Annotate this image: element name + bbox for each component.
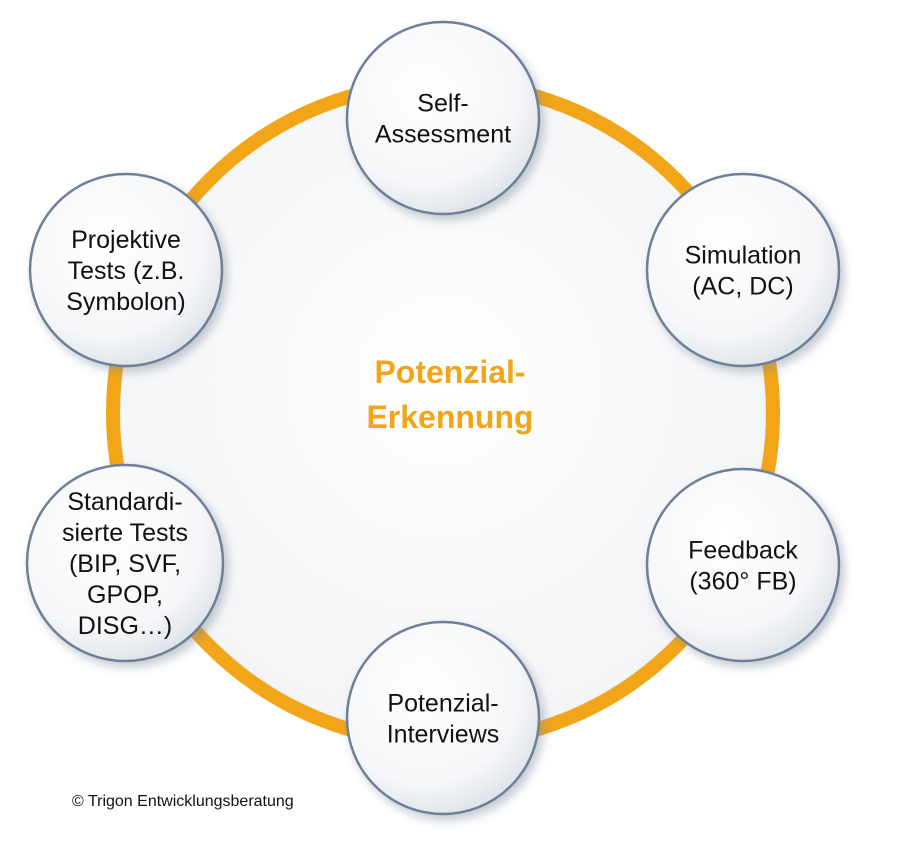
- node-circle: [645, 172, 841, 368]
- node-self-assessment: Self- Assessment: [345, 20, 541, 216]
- node-feedback: Feedback (360° FB): [645, 467, 841, 663]
- center-disc: [121, 91, 765, 735]
- node-label-line: Potenzial-: [387, 690, 498, 718]
- center-label-line: Erkennung: [366, 399, 533, 435]
- node-potenzial-interviews: Potenzial- Interviews: [345, 620, 541, 816]
- copyright-notice: © Trigon Entwicklungsberatung: [72, 793, 294, 810]
- node-label-line: (360° FB): [689, 568, 796, 596]
- node-standardisierte-tests: Standardi-sierte Tests (BIP, SVF, GPOP, DIS…: [25, 463, 225, 663]
- node-label-line: sierte Tests: [62, 519, 188, 547]
- node-label-line: Symbolon): [66, 288, 186, 316]
- node-label-line: Standardi-: [67, 488, 182, 516]
- node-label-line: Simulation: [685, 242, 802, 270]
- node-circle: [345, 620, 541, 816]
- node-label-line: GPOP,: [87, 581, 163, 609]
- node-circle: [345, 20, 541, 216]
- center-label-line: Potenzial-: [374, 354, 525, 390]
- node-label-line: (AC, DC): [692, 273, 793, 301]
- node-label-line: Projektive: [71, 226, 181, 254]
- node-label-line: Interviews: [387, 721, 500, 749]
- node-simulation: Simulation (AC, DC): [645, 172, 841, 368]
- node-circle: [25, 463, 225, 663]
- node-label-line: DISG…): [78, 612, 172, 640]
- node-label-line: (BIP, SVF,: [69, 550, 181, 578]
- node-label-line: Self-: [417, 90, 468, 118]
- node-label-line: Tests (z.B.: [68, 257, 185, 285]
- center-label: Potenzial- Erkennung: [366, 354, 533, 435]
- node-circle: [28, 172, 224, 368]
- node-label-line: Feedback: [688, 537, 798, 565]
- node-label-line: Assessment: [375, 121, 511, 149]
- node-circle: [645, 467, 841, 663]
